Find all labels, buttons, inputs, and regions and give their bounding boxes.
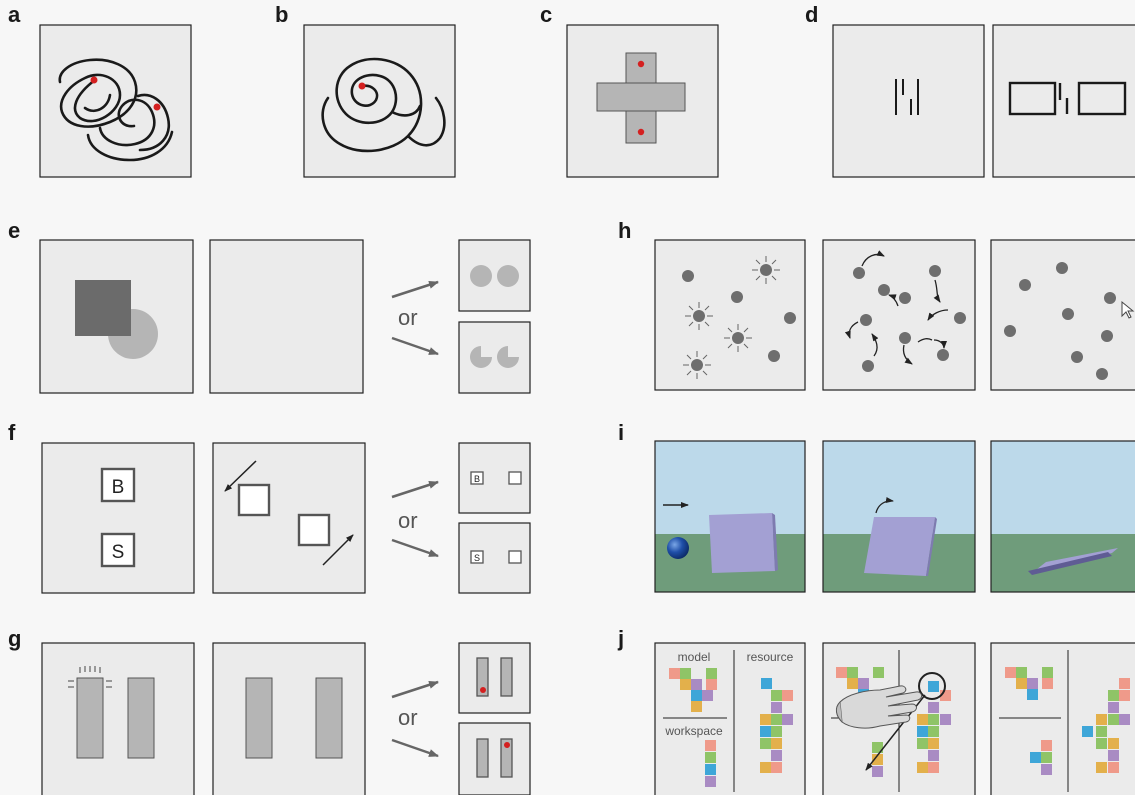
arrow	[392, 740, 438, 756]
bar	[316, 678, 342, 758]
arrow	[392, 482, 438, 497]
moving-box	[239, 485, 269, 515]
cross-horizontal	[597, 83, 685, 111]
panel-d	[833, 25, 1135, 177]
arrow	[392, 682, 438, 697]
panel-h	[655, 240, 1135, 390]
full-circle	[470, 265, 492, 287]
panel-c	[567, 25, 718, 177]
red-dot	[638, 129, 644, 135]
ball	[667, 537, 689, 559]
full-circle	[497, 265, 519, 287]
occluding-square	[75, 280, 131, 336]
small-s-label: S	[474, 553, 480, 563]
bar	[128, 678, 154, 758]
panel-e	[40, 240, 530, 393]
box-s-label: S	[112, 542, 125, 563]
small-b-label: B	[474, 474, 480, 484]
panel-g	[42, 643, 530, 795]
red-dot	[359, 83, 366, 90]
arrow	[392, 540, 438, 556]
workspace-label: workspace	[664, 724, 723, 738]
panel-i	[655, 441, 1135, 592]
panel-a	[40, 25, 191, 177]
bar	[246, 678, 272, 758]
box-b-label: B	[112, 477, 125, 498]
red-dot	[480, 687, 486, 693]
moving-box	[299, 515, 329, 545]
panel-j: model resource workspace	[655, 643, 1135, 795]
panel-f: B S B S	[42, 443, 530, 593]
red-dot	[91, 77, 98, 84]
model-label: model	[678, 650, 711, 664]
panel-b	[304, 25, 455, 177]
bar	[77, 678, 103, 758]
red-dot	[154, 104, 161, 111]
red-dot	[504, 742, 510, 748]
red-dot	[638, 61, 644, 67]
arrow	[392, 282, 438, 297]
resource-label: resource	[747, 650, 794, 664]
arrow	[392, 338, 438, 354]
